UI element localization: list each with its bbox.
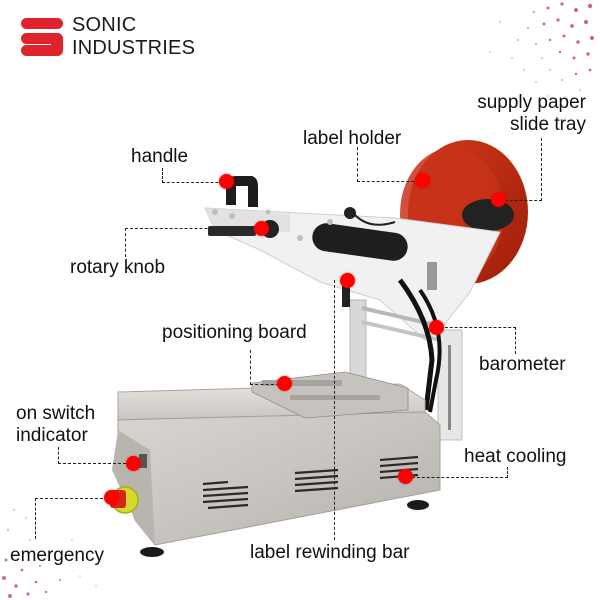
leader-emergency [35,498,113,539]
label-label-holder: label holder [303,128,402,149]
callout-dot-positioning-board [277,376,292,391]
label-heat-cooling: heat cooling [464,446,567,467]
leader-rotary-knob [125,228,262,257]
label-on-switch-indicator: on switch indicator [16,403,95,447]
callout-dot-rotary-knob [254,221,269,236]
label-handle: handle [131,146,189,167]
leader-on-switch [58,447,131,464]
label-barometer: barometer [479,354,566,375]
decorative-dot-pattern-top-right [489,2,594,97]
label-on-switch-line2: indicator [16,425,88,446]
label-supply-paper-line1: supply paper [477,92,586,113]
callout-dot-handle [219,174,234,189]
brand-name: SONIC INDUSTRIES [72,14,195,60]
label-positioning-board: positioning board [162,322,307,343]
leader-label-rewinding-bar [334,280,335,540]
leader-heat-cooling [412,467,508,478]
label-emergency: emergency [10,545,104,566]
callout-dot-label-rewinding-bar [340,273,355,288]
callout-dot-on-switch [126,456,141,471]
label-rotary-knob: rotary knob [70,257,166,278]
sonic-industries-logo-icon [21,18,63,56]
label-on-switch-line1: on switch [16,403,96,424]
label-label-rewinding-bar: label rewinding bar [250,542,410,563]
leader-handle [162,168,228,183]
brand-line-2: INDUSTRIES [72,37,196,59]
callout-dot-supply-paper [491,192,506,207]
leader-barometer [440,327,516,354]
callout-dot-barometer [429,320,444,335]
brand-line-1: SONIC [72,14,137,36]
label-supply-paper-line2: slide tray [509,114,586,135]
leader-label-holder [357,147,424,182]
label-supply-paper-slide-tray: supply paper slide tray [466,92,586,136]
callout-dot-heat-cooling [398,469,413,484]
callout-dot-emergency [104,490,119,505]
callout-dot-label-holder [415,173,430,188]
decorative-dot-pattern-bottom-left [2,509,97,598]
leader-supply-paper [505,138,542,201]
leader-positioning-board [250,350,279,385]
